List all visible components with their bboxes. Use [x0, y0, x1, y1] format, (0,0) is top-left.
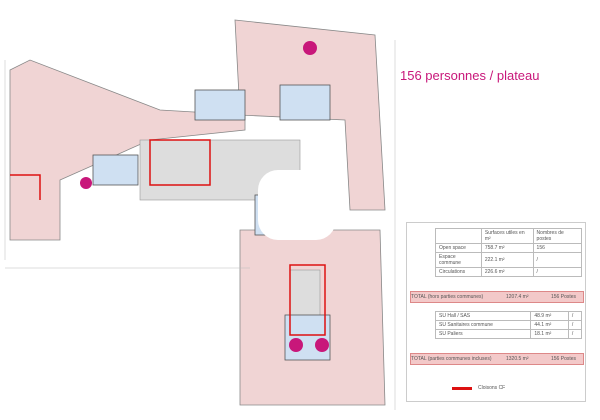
meeting-room	[194, 89, 246, 121]
header: Nombres de postes	[532, 228, 583, 244]
fire-wall	[289, 264, 326, 336]
total-row: TOTAL (parties communes incluses)1320.5 …	[410, 353, 584, 365]
marker	[303, 41, 317, 55]
meeting-room	[92, 154, 139, 186]
fire-wall-swatch	[452, 386, 472, 390]
meeting-room	[284, 314, 331, 361]
legend: Cloisons CF	[452, 385, 505, 391]
meeting-room	[279, 84, 331, 121]
fire-wall	[10, 174, 41, 200]
fire-wall	[149, 139, 211, 186]
floor-plan	[4, 19, 396, 410]
marker	[289, 338, 303, 352]
marker	[80, 177, 92, 189]
headline: 156 personnes / plateau	[400, 68, 540, 83]
marker	[315, 338, 329, 352]
west-wing	[9, 59, 246, 241]
header: Surfaces utiles en m²	[480, 228, 534, 244]
